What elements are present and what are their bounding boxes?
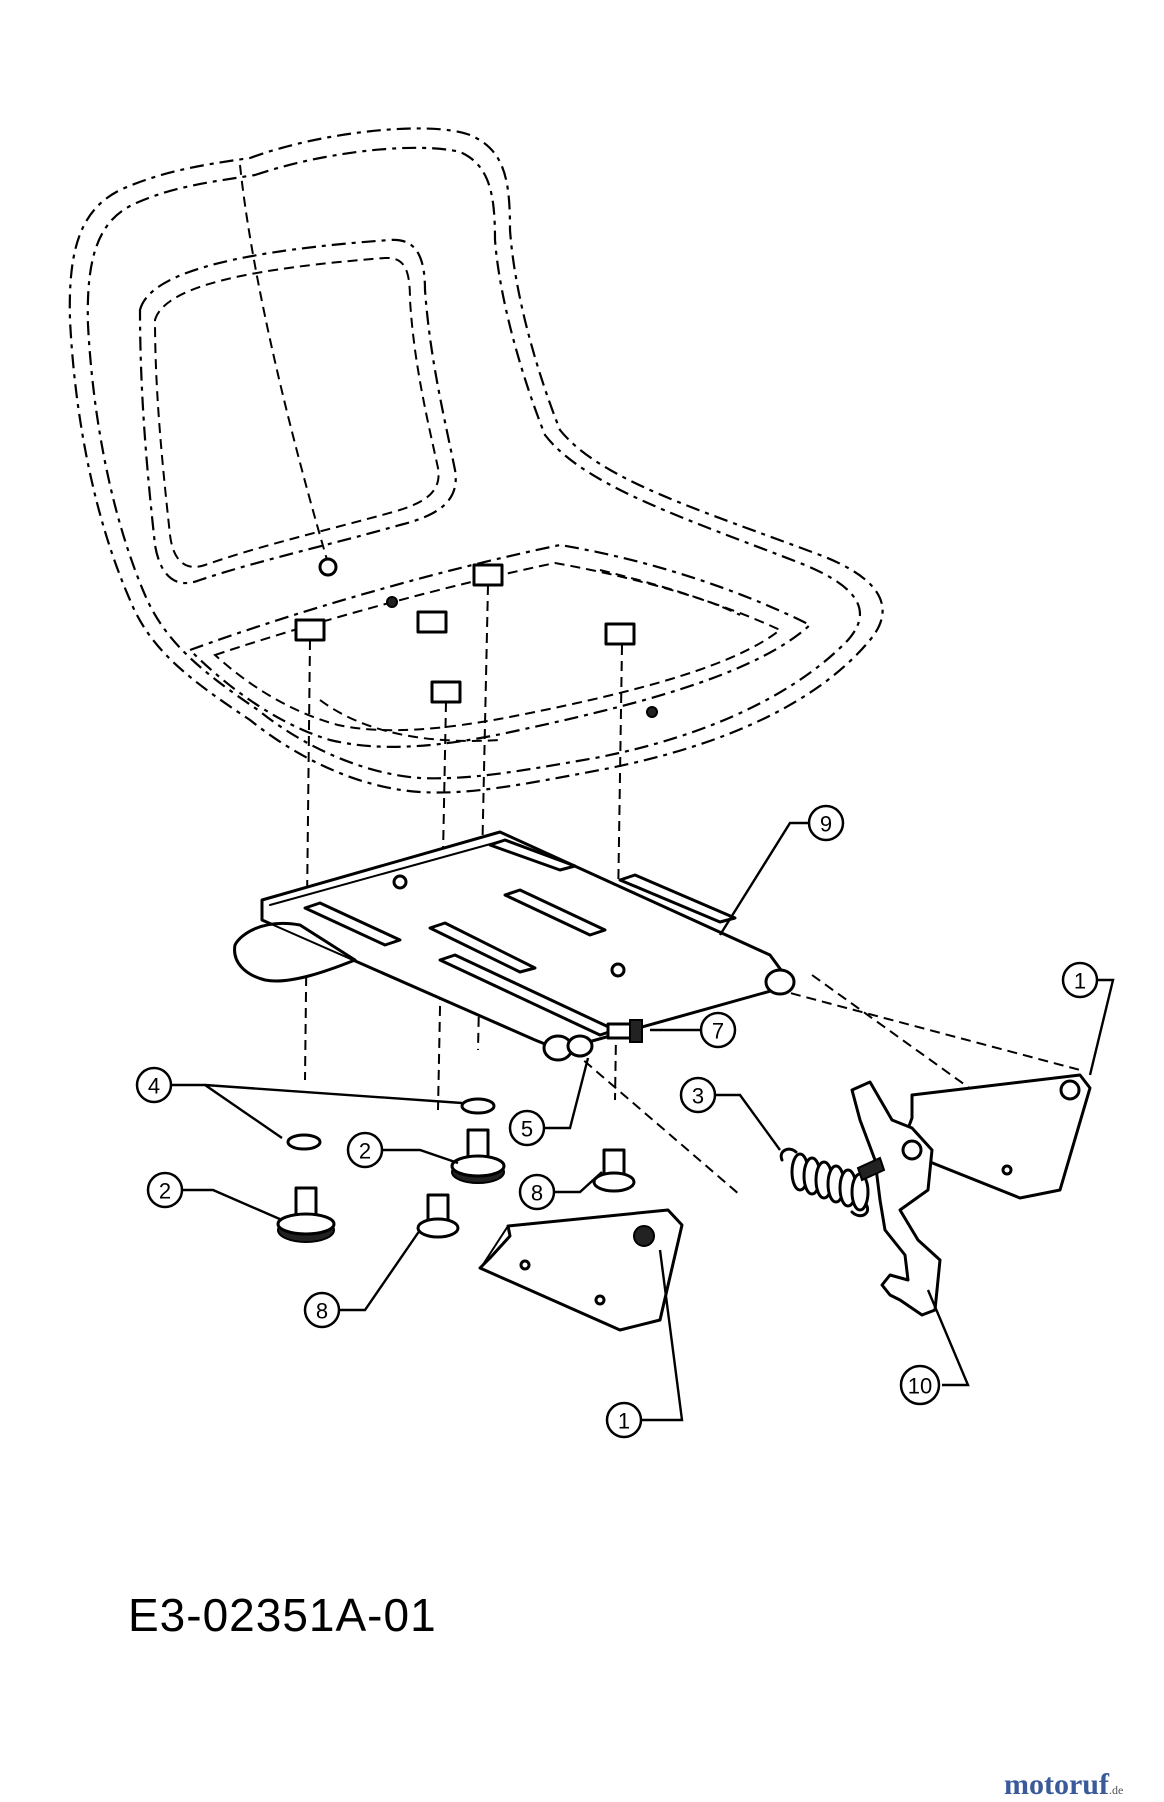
svg-text:3: 3 — [692, 1084, 704, 1109]
callout-1-right: 1 — [1061, 961, 1099, 999]
svg-text:5: 5 — [521, 1117, 533, 1142]
nut — [566, 1034, 594, 1058]
callout-8-right: 8 — [518, 1173, 556, 1211]
svg-text:1: 1 — [1074, 969, 1086, 994]
seat-lever — [850, 1080, 942, 1317]
callout-5: 5 — [508, 1109, 546, 1147]
watermark-suffix: .de — [1108, 1783, 1124, 1797]
spring — [779, 1147, 870, 1218]
drawing-code: E3-02351A-01 — [128, 1589, 437, 1641]
seat-bracket-right — [898, 1073, 1092, 1200]
spacer — [416, 1148, 636, 1239]
callout-1-bottom: 1 — [605, 1401, 643, 1439]
callout-10: 10 — [899, 1364, 941, 1406]
washer — [286, 1097, 496, 1151]
svg-text:4: 4 — [148, 1074, 160, 1099]
watermark-brand: motoruf — [1004, 1768, 1109, 1801]
bolt — [606, 1019, 643, 1043]
callout-4: 4 — [135, 1066, 173, 1104]
watermark-logo: motoruf.de — [1004, 1768, 1123, 1802]
svg-text:1: 1 — [618, 1409, 630, 1434]
callout-3: 3 — [679, 1076, 717, 1114]
svg-text:8: 8 — [316, 1299, 328, 1324]
svg-text:8: 8 — [531, 1181, 543, 1206]
leader-lines — [172, 821, 1115, 1422]
seat-clip — [294, 563, 636, 704]
svg-text:9: 9 — [820, 812, 832, 837]
hand-knob — [450, 1128, 506, 1184]
seat-shell — [68, 127, 884, 794]
callout-2-mid: 2 — [346, 1131, 384, 1169]
callout-2-left: 2 — [146, 1171, 184, 1209]
svg-text:2: 2 — [359, 1139, 371, 1164]
svg-text:2: 2 — [159, 1179, 171, 1204]
svg-text:7: 7 — [712, 1019, 724, 1044]
seat-bracket-left — [478, 1208, 684, 1332]
callout-7: 7 — [699, 1011, 737, 1049]
callout-8-left: 8 — [303, 1291, 341, 1329]
callout-9: 9 — [807, 804, 845, 842]
hand-knob — [276, 1186, 336, 1243]
svg-text:10: 10 — [908, 1374, 932, 1399]
